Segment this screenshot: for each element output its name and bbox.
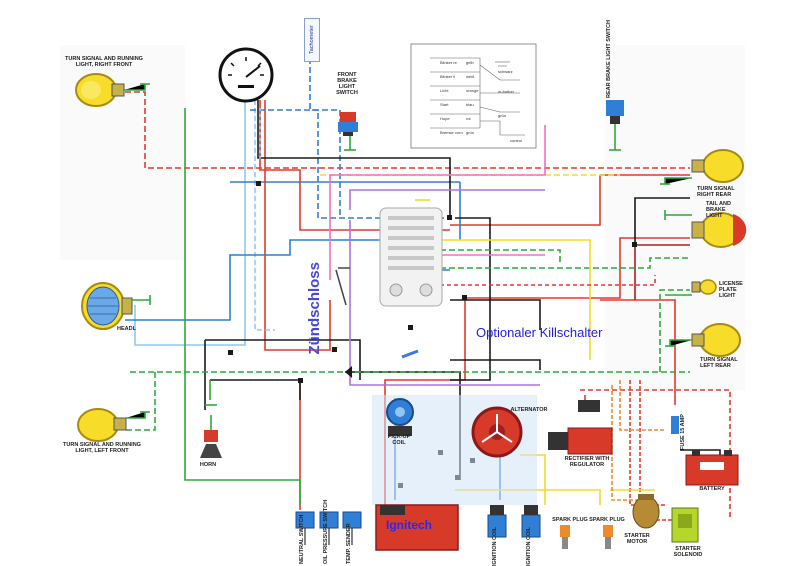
- legend-side-4: control: [510, 138, 523, 143]
- fuse-box: [379, 207, 443, 307]
- turn-signal-left-front-lamp: [77, 408, 150, 442]
- label-temp-sender: TEMP. SENDER: [346, 523, 352, 564]
- legend-side-2: m-button: [498, 89, 514, 94]
- kill-switch-icon: [345, 349, 419, 378]
- label-ignitech: Ignitech: [386, 518, 433, 532]
- front-brake-switch-icon: [338, 112, 358, 151]
- label-starter-motor: STARTER MOTOR: [624, 533, 650, 545]
- rear-brake-switch-icon: [606, 100, 624, 151]
- label-ignition-coil-1: IGNITION COIL: [492, 526, 498, 566]
- label-front-brake-switch: FRONT BRAKE LIGHT SWITCH: [336, 72, 358, 96]
- ignitech-ecu: [375, 504, 459, 551]
- spark-plugs: [560, 525, 613, 549]
- label-pickup-coil: PICK-UP COIL: [387, 434, 411, 446]
- license-plate-lamp: [665, 279, 717, 296]
- alternator-area: [372, 395, 537, 505]
- ignition-coils: [487, 505, 541, 538]
- turn-signal-right-front-lamp: [75, 73, 150, 107]
- label-rectifier: RECTIFIER WITH REGULATOR: [564, 456, 610, 468]
- label-horn: HORN: [199, 462, 217, 468]
- starter-solenoid-icon: [671, 507, 699, 543]
- label-neutral-switch: NEUTRAL SWITCH: [299, 514, 305, 564]
- label-turn-signal-right-rear: TURN SIGNAL RIGHT REAR: [697, 186, 735, 198]
- headlight-lamp: [81, 282, 151, 330]
- label-turn-signal-right-front: TURN SIGNAL AND RUNNING LIGHT, RIGHT FRO…: [65, 56, 143, 68]
- label-ignition-coil-2: IGNITION COIL: [526, 526, 532, 566]
- main-fuse-icon: [671, 416, 679, 434]
- battery-icon: [685, 450, 739, 486]
- label-ignition-switch: Zündschloss: [306, 262, 323, 355]
- label-fuse: FUSE 15 AMP: [680, 414, 686, 450]
- label-alternator: ALTERNATOR: [510, 407, 548, 413]
- legend-row-2-left: Blinker li: [440, 74, 456, 79]
- legend-row-5-left: Hupe: [440, 116, 450, 121]
- label-spark-plug-1: SPARK PLUG: [552, 517, 588, 523]
- legend-row-2-right: weiß: [466, 74, 475, 79]
- turn-signal-left-rear-lamp: [665, 323, 741, 357]
- label-tail-brake-light: TAIL AND BRAKE LIGHT: [706, 201, 731, 219]
- label-headlight: HEADL: [117, 326, 136, 332]
- label-tachometer: Tachometer: [304, 18, 320, 62]
- legend-row-4-right: blau: [466, 102, 474, 107]
- legend-row-3-left: Licht: [440, 88, 449, 93]
- turn-signal-right-rear-lamp: [660, 149, 744, 185]
- ignition-switch-lever: [335, 267, 350, 306]
- starter-motor-icon: [632, 494, 660, 529]
- legend-table-box: [410, 43, 537, 149]
- label-starter-solenoid: STARTER SOLENOID: [673, 546, 703, 558]
- legend-row-1-left: Blinker re: [440, 60, 457, 65]
- rectifier-regulator-icon: [548, 400, 613, 455]
- label-spark-plug-2: SPARK PLUG: [589, 517, 625, 523]
- label-oil-pressure-switch: OIL PRESSURE SWITCH: [323, 499, 329, 564]
- legend-row-3-right: orange: [466, 88, 479, 93]
- label-battery: BATTERY: [699, 486, 725, 492]
- horn-icon: [200, 404, 222, 458]
- left-front-panel: [60, 45, 185, 260]
- label-rear-brake-switch: REAR BRAKE LIGHT SWITCH: [606, 20, 612, 98]
- sender-switches: [295, 511, 362, 545]
- label-kill-switch: Optionaler Killschalter: [476, 325, 603, 340]
- legend-side-3: grün: [498, 113, 507, 118]
- legend-row-6-right: grün: [466, 130, 475, 135]
- tail-brake-lamp: [664, 210, 747, 248]
- label-turn-signal-left-front: TURN SIGNAL AND RUNNING LIGHT, LEFT FRON…: [63, 442, 141, 454]
- legend-row-6-left: Bremse vorn: [440, 130, 463, 135]
- label-license-plate-light: LICENSE PLATE LIGHT: [719, 281, 743, 299]
- speedometer-icon: [218, 47, 274, 103]
- label-turn-signal-left-rear: TURN SIGNAL LEFT REAR: [700, 357, 738, 369]
- legend-row-5-right: rot: [466, 116, 471, 121]
- legend-side-1: schwarz: [498, 69, 513, 74]
- legend-row-4-left: Start: [440, 102, 449, 107]
- legend-row-1-right: gelb: [466, 60, 474, 65]
